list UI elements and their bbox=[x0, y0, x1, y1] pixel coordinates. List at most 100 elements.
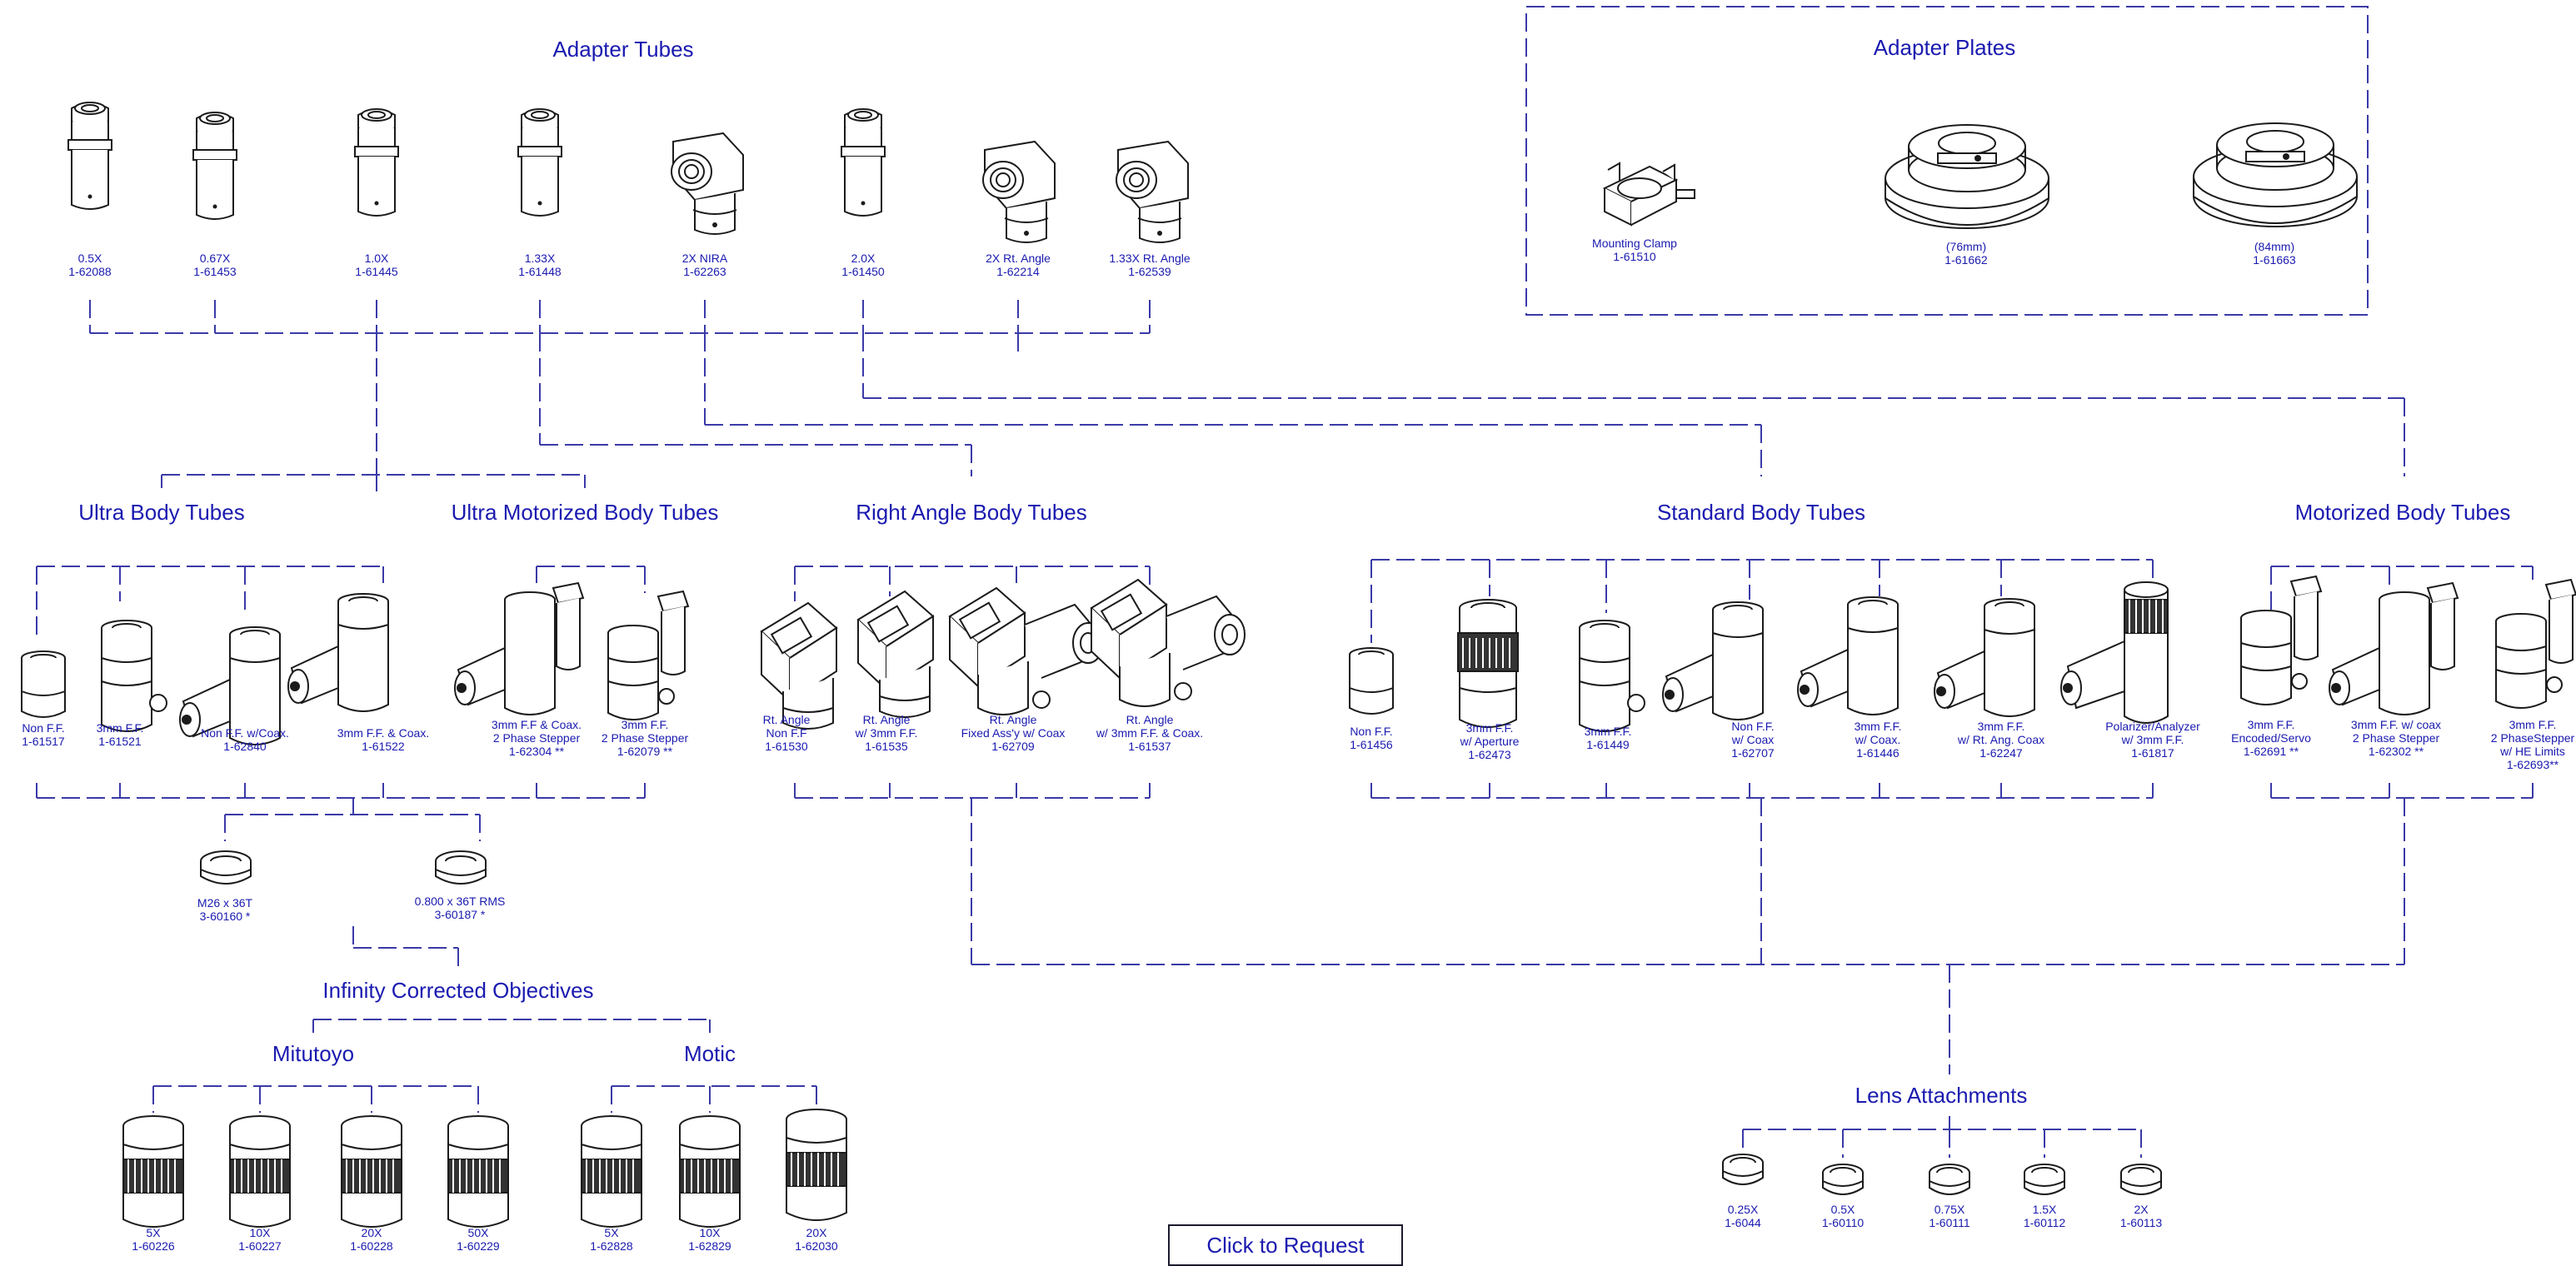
part-number: 1-60226 bbox=[132, 1239, 175, 1253]
short-tube-icon[interactable] bbox=[17, 645, 70, 732]
objective-icon bbox=[122, 1115, 184, 1228]
part-name: 3mm F.F & Coax. bbox=[491, 718, 582, 731]
lens-ring-icon[interactable] bbox=[1720, 1149, 1766, 1199]
coax-tube-icon[interactable] bbox=[1793, 591, 1918, 729]
part-number: 1-60112 bbox=[2023, 1216, 2066, 1229]
prism-coax-icon[interactable] bbox=[1083, 566, 1250, 720]
adapter-plate-icon[interactable] bbox=[1880, 110, 2054, 239]
objective-icon bbox=[679, 1115, 741, 1228]
coax-tube-icon[interactable] bbox=[1658, 596, 1783, 734]
lens-ring-icon bbox=[2024, 1164, 2065, 1195]
lens-ring-icon[interactable] bbox=[1926, 1159, 1973, 1209]
motor-tube-icon[interactable] bbox=[2233, 573, 2324, 719]
objective-icon bbox=[786, 1109, 847, 1221]
objective-icon bbox=[341, 1115, 402, 1228]
short-tube-icon[interactable] bbox=[1345, 641, 1398, 729]
focus-tube-icon[interactable] bbox=[93, 616, 168, 745]
aperture-tube-icon bbox=[1457, 599, 1519, 728]
part-number: 1-61446 bbox=[1856, 746, 1900, 760]
part-number: 1-61521 bbox=[98, 735, 142, 748]
prism-head-icon[interactable] bbox=[846, 583, 946, 729]
adapter-tube-icon[interactable] bbox=[190, 100, 240, 229]
part-number: 1-62079 ** bbox=[617, 745, 673, 758]
motor-coax-tube-icon[interactable] bbox=[2324, 581, 2466, 729]
motor-tube-icon[interactable] bbox=[600, 588, 691, 734]
heading-right-angle-body-tubes: Right Angle Body Tubes bbox=[856, 500, 1087, 525]
part-name: Non F.F. w/Coax. bbox=[201, 726, 289, 740]
mounting-clamp-icon[interactable] bbox=[1591, 147, 1700, 234]
objective-icon[interactable] bbox=[220, 1111, 300, 1240]
part-number: 1-61530 bbox=[765, 740, 808, 753]
part-number: 1-60228 bbox=[350, 1239, 393, 1253]
adapter-tube-icon[interactable] bbox=[65, 90, 115, 219]
heading-mitutoyo: Mitutoyo bbox=[272, 1041, 355, 1066]
objective-icon[interactable] bbox=[572, 1111, 651, 1240]
focus-tube-icon[interactable] bbox=[1571, 616, 1646, 745]
motor-tube-icon bbox=[2495, 578, 2576, 709]
objective-icon[interactable] bbox=[113, 1111, 193, 1240]
part-name: 2.0X bbox=[851, 252, 876, 265]
objective-icon[interactable] bbox=[332, 1111, 412, 1240]
thread-ring-icon[interactable] bbox=[197, 846, 255, 895]
polarizer-tube-icon[interactable] bbox=[2043, 575, 2184, 737]
part-number: 1-60113 bbox=[2119, 1216, 2163, 1229]
lens-ring-icon[interactable] bbox=[2118, 1159, 2164, 1209]
adapter-tube-icon[interactable] bbox=[352, 97, 402, 226]
coax-tube-icon[interactable] bbox=[175, 621, 300, 759]
heading-motic: Motic bbox=[683, 1041, 736, 1066]
adapter-plate-icon[interactable] bbox=[2188, 108, 2363, 237]
part-name: Encoded/Servo bbox=[2231, 731, 2311, 745]
part-number: 1-62707 bbox=[1731, 746, 1775, 760]
prism-head-icon bbox=[856, 590, 935, 718]
aperture-tube-icon[interactable] bbox=[1451, 596, 1526, 742]
right-angle-adapter-icon[interactable] bbox=[1101, 125, 1193, 254]
adapter-tube-icon[interactable] bbox=[838, 97, 888, 226]
part-number: 1-61448 bbox=[518, 265, 562, 278]
part-name: 3mm F.F. bbox=[1977, 720, 2025, 733]
objective-icon[interactable] bbox=[670, 1111, 750, 1240]
motor-coax-tube-icon[interactable] bbox=[450, 581, 592, 729]
prism-head-icon[interactable] bbox=[750, 595, 850, 740]
part-number: 1-60227 bbox=[238, 1239, 282, 1253]
click-to-request-button[interactable]: Click to Request bbox=[1168, 1224, 1403, 1266]
objective-icon[interactable] bbox=[438, 1111, 518, 1240]
heading-motorized-body-tubes: Motorized Body Tubes bbox=[2294, 500, 2511, 525]
part-name: 0.75X bbox=[1934, 1203, 1965, 1216]
lens-ring-icon[interactable] bbox=[1820, 1159, 1866, 1209]
part-number: 1-62247 bbox=[1979, 746, 2023, 760]
part-number: 1-61453 bbox=[193, 265, 237, 278]
lens-ring-icon bbox=[1722, 1154, 1764, 1185]
thread-ring-icon[interactable] bbox=[432, 846, 490, 895]
lens-ring-icon[interactable] bbox=[2021, 1159, 2068, 1209]
right-angle-adapter-icon[interactable] bbox=[968, 125, 1060, 254]
lens-ring-icon bbox=[2120, 1164, 2162, 1195]
adapter-tube-icon[interactable] bbox=[515, 97, 565, 226]
motor-coax-tube-icon bbox=[2329, 581, 2459, 715]
part-number: 1-62829 bbox=[688, 1239, 731, 1253]
motor-tube-icon[interactable] bbox=[2488, 576, 2576, 722]
objective-icon[interactable] bbox=[776, 1104, 856, 1234]
part-name: Non F.F. bbox=[1731, 720, 1775, 733]
right-angle-adapter-icon[interactable] bbox=[656, 117, 748, 246]
part-name: 0.25X bbox=[1727, 1203, 1759, 1216]
prism-coax-icon[interactable] bbox=[941, 575, 1108, 729]
coax-tube-icon[interactable] bbox=[1930, 593, 2054, 730]
adapter-plate-icon bbox=[2193, 122, 2358, 227]
coax-tube-icon[interactable] bbox=[283, 588, 408, 725]
motor-tube-icon bbox=[607, 590, 690, 720]
part-number: 1-62214 bbox=[996, 265, 1040, 278]
part-name: 1.5X bbox=[2032, 1203, 2057, 1216]
